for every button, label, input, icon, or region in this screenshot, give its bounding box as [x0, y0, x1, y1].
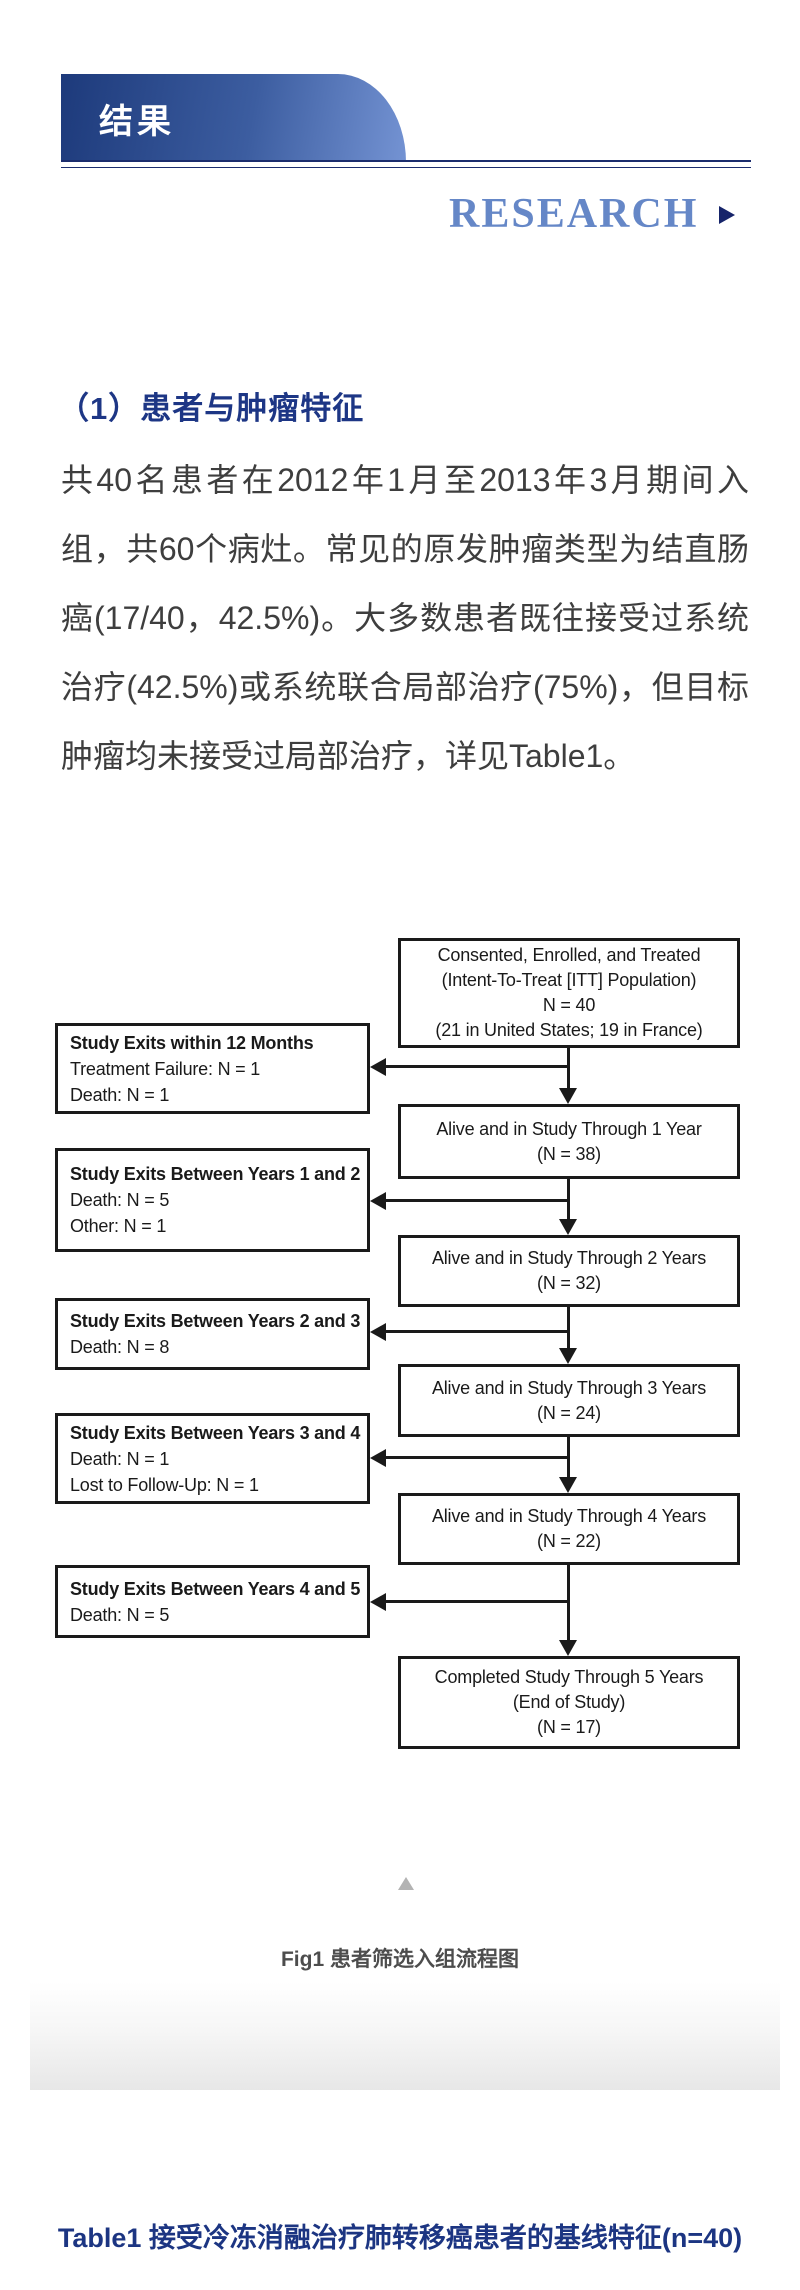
arrow-right-icon	[719, 206, 735, 224]
research-label: RESEARCH	[449, 191, 699, 237]
flow-box-line: Death: N = 1	[70, 1084, 170, 1105]
arrow-down-icon	[559, 1219, 577, 1235]
flow-box-exits-12months: Study Exits within 12 Months Treatment F…	[55, 1023, 370, 1114]
research-row: RESEARCH	[0, 193, 800, 237]
flow-box-line: (End of Study)	[512, 1692, 626, 1712]
flow-branch-line	[384, 1600, 569, 1603]
arrow-left-icon	[370, 1593, 386, 1611]
flow-box-line: Death: N = 8	[70, 1337, 170, 1357]
flow-box-line: (Intent-To-Treat [ITT] Population)	[441, 970, 697, 990]
flow-box-title: Study Exits Between Years 1 and 2	[70, 1164, 361, 1184]
flow-box-exits-years1-2: Study Exits Between Years 1 and 2 Death:…	[55, 1148, 370, 1252]
flow-box-title: Study Exits Between Years 3 and 4	[70, 1422, 361, 1443]
arrow-left-icon	[370, 1449, 386, 1467]
banner-title: 结果	[99, 103, 175, 141]
flow-box-line: Death: N = 1	[70, 1448, 170, 1469]
flow-box-line: Completed Study Through 5 Years	[434, 1667, 704, 1687]
arrow-down-icon	[559, 1477, 577, 1493]
flow-box-line: (N = 17)	[537, 1717, 601, 1737]
flow-branch-line	[384, 1330, 569, 1333]
flow-box-line: (N = 38)	[537, 1143, 601, 1164]
flow-box-line: Lost to Follow-Up: N = 1	[70, 1474, 259, 1495]
flow-box-line: Alive and in Study Through 3 Years	[431, 1377, 707, 1398]
flow-connector-line	[567, 1305, 570, 1352]
flow-box-line: (N = 24)	[537, 1402, 601, 1423]
flow-box-year2: Alive and in Study Through 2 Years (N = …	[398, 1235, 740, 1307]
flow-box-exits-years4-5: Study Exits Between Years 4 and 5 Death:…	[55, 1565, 370, 1638]
flow-box-year1: Alive and in Study Through 1 Year (N = 3…	[398, 1104, 740, 1179]
flow-box-line: Death: N = 5	[70, 1604, 170, 1625]
arrow-down-icon	[559, 1640, 577, 1656]
flow-box-line: Alive and in Study Through 4 Years	[431, 1506, 707, 1526]
flow-box-completed: Completed Study Through 5 Years (End of …	[398, 1656, 740, 1749]
flow-box-line: Treatment Failure: N = 1	[70, 1058, 261, 1079]
header-divider-thick	[61, 160, 751, 162]
body-paragraph: 共40名患者在2012年1月至2013年3月期间入组，共60个病灶。常见的原发肿…	[61, 462, 749, 774]
flow-box-line: Alive and in Study Through 1 Year	[436, 1118, 702, 1139]
flow-box-year3: Alive and in Study Through 3 Years (N = …	[398, 1364, 740, 1437]
arrow-down-icon	[559, 1348, 577, 1364]
flow-box-line: Consented, Enrolled, and Treated	[437, 945, 701, 965]
flow-branch-line	[384, 1199, 569, 1202]
header-divider-thin	[61, 167, 751, 168]
arrow-left-icon	[370, 1323, 386, 1341]
arrow-down-icon	[559, 1088, 577, 1104]
results-banner: 结果	[61, 74, 406, 162]
flow-box-enrolled: Consented, Enrolled, and Treated (Intent…	[398, 938, 740, 1048]
table1-title: Table1 接受冷冻消融治疗肺转移癌患者的基线特征(n=40)	[57, 2223, 743, 2253]
flow-box-exits-years2-3: Study Exits Between Years 2 and 3 Death:…	[55, 1298, 370, 1370]
enrollment-flowchart: Consented, Enrolled, and Treated (Intent…	[55, 938, 740, 1749]
flow-connector-line	[567, 1046, 570, 1092]
arrow-left-icon	[370, 1058, 386, 1076]
flow-box-exits-years3-4: Study Exits Between Years 3 and 4 Death:…	[55, 1413, 370, 1504]
flow-branch-line	[384, 1065, 569, 1068]
section-heading: （1）患者与肿瘤特征	[58, 391, 365, 426]
flow-box-year4: Alive and in Study Through 4 Years (N = …	[398, 1493, 740, 1565]
flow-box-title: Study Exits Between Years 2 and 3	[70, 1311, 361, 1331]
flow-box-line: N = 40	[542, 995, 596, 1015]
flow-box-line: Alive and in Study Through 2 Years	[431, 1248, 707, 1268]
flow-box-title: Study Exits within 12 Months	[70, 1032, 314, 1053]
flow-box-line: (N = 32)	[537, 1273, 601, 1293]
flow-branch-line	[384, 1456, 569, 1459]
arrow-left-icon	[370, 1192, 386, 1210]
gradient-divider	[30, 1982, 780, 2090]
flow-box-line: (21 in United States; 19 in France)	[435, 1020, 703, 1040]
flow-connector-line	[567, 1563, 570, 1644]
flow-box-line: Other: N = 1	[70, 1216, 167, 1236]
figure-caption: Fig1 患者筛选入组流程图	[280, 1948, 519, 1971]
collapse-triangle-icon	[398, 1877, 414, 1890]
flow-box-line: Death: N = 5	[70, 1190, 170, 1210]
flow-box-line: (N = 22)	[537, 1531, 601, 1551]
flow-box-title: Study Exits Between Years 4 and 5	[70, 1578, 361, 1599]
